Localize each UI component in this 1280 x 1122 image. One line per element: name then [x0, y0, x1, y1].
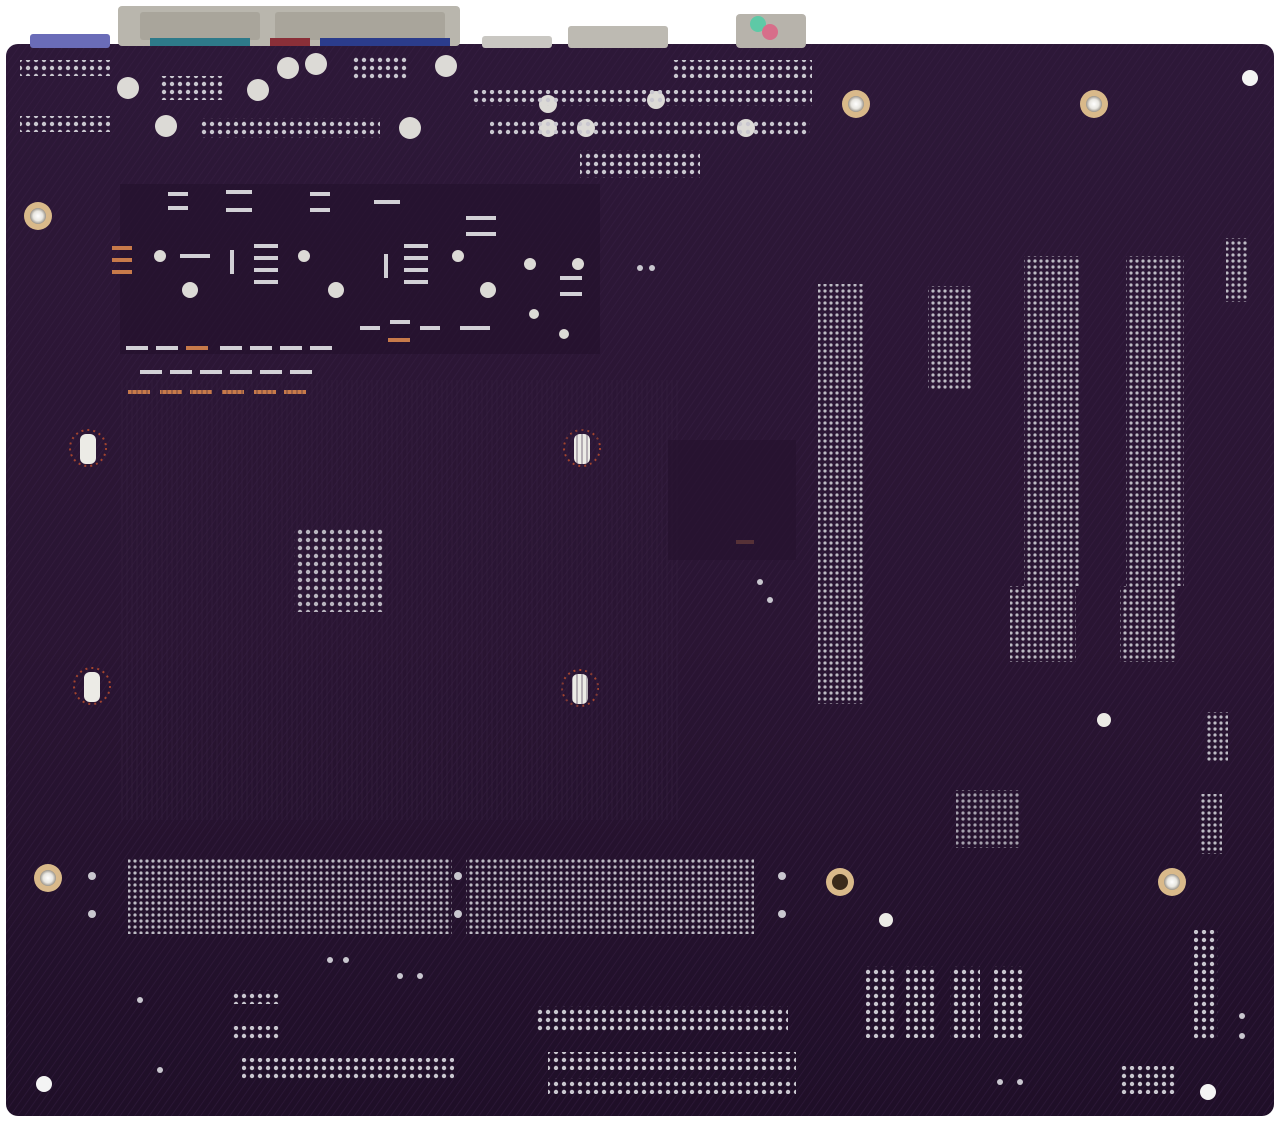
expansion-slot-pins	[818, 238, 1248, 854]
memory-slot-pins	[128, 858, 754, 934]
scattered-vias	[88, 265, 1245, 1085]
bottom-header-pins	[232, 930, 1218, 1094]
mounting-holes	[24, 70, 1258, 1100]
io-via-clusters	[20, 56, 812, 178]
rear-io-connectors	[30, 6, 806, 48]
chipset-backside	[668, 440, 1111, 927]
vrm-component-pads	[112, 184, 754, 544]
cpu-socket-backside	[120, 380, 680, 820]
